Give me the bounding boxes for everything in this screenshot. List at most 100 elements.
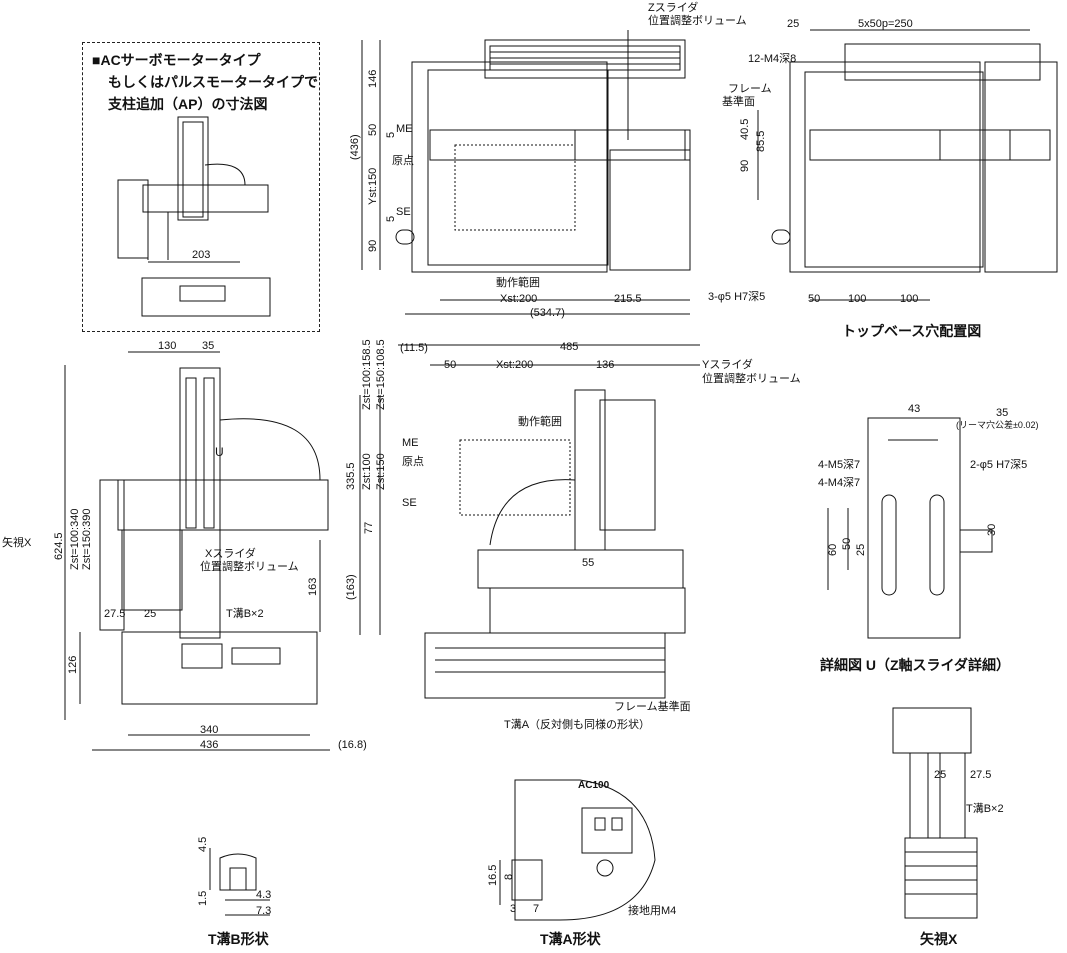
top-genten-label: 原点 bbox=[392, 154, 414, 167]
side-dim-25: 25 bbox=[144, 608, 156, 620]
side-tb-label: T溝B×2 bbox=[226, 607, 264, 620]
top-dim-5a: 5 bbox=[385, 132, 397, 138]
front-dim-335: 335.5 bbox=[345, 462, 357, 490]
vx-title: 矢視X bbox=[920, 931, 958, 947]
side-dim-168: (16.8) bbox=[338, 739, 367, 751]
vx-tb-label: T溝B×2 bbox=[966, 802, 1004, 815]
detail-dim-35: 35 bbox=[996, 407, 1008, 419]
base-view: 25 5x50p=250 12-M4深8 フレーム 基準面 40.5 85.5 … bbox=[708, 18, 1058, 339]
inset-title-line3: 支柱追加（AP）の寸法図 bbox=[108, 96, 268, 112]
detail-m5-label: 4-M5深7 bbox=[818, 458, 860, 471]
side-arrow-label: 矢視X bbox=[2, 535, 32, 549]
front-dim-77: 77 bbox=[363, 522, 375, 534]
detail-m4-label: 4-M4深7 bbox=[818, 476, 860, 489]
base-frame-label2: 基準面 bbox=[722, 94, 755, 108]
inset-robot: 203 bbox=[117, 116, 271, 317]
tb-dim-45: 4.5 bbox=[197, 837, 209, 852]
base-dim-90: 90 bbox=[739, 160, 751, 172]
view-x: 25 27.5 T溝B×2 矢視X bbox=[892, 707, 1004, 947]
top-range-label: 動作範囲 bbox=[496, 275, 540, 289]
ta-title: T溝A形状 bbox=[540, 931, 602, 947]
side-xslider-label2: 位置調整ボリューム bbox=[200, 559, 299, 573]
front-me-label: ME bbox=[402, 437, 419, 449]
base-m4-label: 12-M4深8 bbox=[748, 52, 796, 65]
top-dim-5b: 5 bbox=[385, 216, 397, 222]
inset-title-line1: ■ACサーボモータータイプ bbox=[92, 52, 261, 68]
detail-u: 43 35 (リーマ穴公差±0.02) 4-M5深7 4-M4深7 2-φ5 H… bbox=[818, 403, 1038, 673]
detail-u-title: 詳細図 U（Z軸スライダ詳細） bbox=[820, 657, 1010, 673]
base-dim-85: 85.5 bbox=[755, 131, 767, 152]
front-zst-b: Zst=150:108.5 bbox=[375, 339, 387, 410]
detail-dim-43: 43 bbox=[908, 403, 920, 415]
top-zslider-label1: Zスライダ bbox=[648, 0, 698, 14]
side-view: 130 35 624.5 Zst=100:340 Zst=150:390 Xスラ… bbox=[2, 340, 367, 751]
tb-dim-73: 7.3 bbox=[256, 905, 271, 917]
detail-dim-30: 30 bbox=[986, 524, 998, 536]
base-dim-25: 25 bbox=[787, 18, 799, 30]
base-dim-50: 50 bbox=[808, 293, 820, 305]
top-dim-436: (436) bbox=[349, 134, 361, 160]
top-view: Zスライダ 位置調整ボリューム 146 (436) 50 5 Yst:150 5… bbox=[349, 0, 747, 319]
inset-title-line2: もしくはパルスモータータイプで bbox=[108, 74, 318, 90]
base-dim-40: 40.5 bbox=[739, 119, 751, 140]
top-me-label: ME bbox=[396, 123, 413, 135]
top-dim-50: 50 bbox=[367, 124, 379, 136]
base-view-title: トップベース穴配置図 bbox=[842, 323, 981, 339]
side-dim-35: 35 bbox=[202, 340, 214, 352]
front-dim-136: 136 bbox=[596, 359, 614, 371]
top-dim-534: (534.7) bbox=[530, 307, 565, 319]
side-dim-zst1: Zst=100:340 bbox=[69, 509, 81, 570]
tb-dim-15: 1.5 bbox=[197, 891, 209, 906]
top-dim-146: 146 bbox=[367, 70, 379, 88]
front-yslider-label1: Yスライダ bbox=[702, 357, 753, 371]
side-dim-340: 340 bbox=[200, 724, 218, 736]
front-view: (11.5) 485 50 Xst:200 136 Zst=100:158.5 … bbox=[345, 339, 801, 731]
front-dim-50: 50 bbox=[444, 359, 456, 371]
side-dim-163: 163 bbox=[307, 578, 319, 596]
detail-pin-label: 2-φ5 H7深5 bbox=[970, 458, 1027, 471]
ta-dim-165: 16.5 bbox=[487, 865, 499, 886]
detail-dim-50: 50 bbox=[841, 538, 853, 550]
top-se-label: SE bbox=[396, 206, 411, 218]
tb-dim-43: 4.3 bbox=[256, 889, 271, 901]
front-dim-485: 485 bbox=[560, 341, 578, 353]
ta-dim-8: 8 bbox=[503, 874, 515, 880]
front-xst-label: Xst:200 bbox=[496, 359, 533, 371]
ta-dim-3: 3 bbox=[510, 903, 516, 915]
side-xslider-label1: Xスライダ bbox=[205, 546, 256, 560]
t-groove-a: AC100 16.5 8 3 7 接地用M4 T溝A形状 bbox=[487, 779, 676, 947]
front-zst100: Zst:100 bbox=[361, 453, 373, 490]
base-dim-pitch: 5x50p=250 bbox=[858, 18, 913, 30]
side-dim-126: 126 bbox=[67, 656, 79, 674]
top-xst-label: Xst:200 bbox=[500, 293, 537, 305]
vx-dim-275: 27.5 bbox=[970, 769, 991, 781]
inset-dim-203: 203 bbox=[192, 249, 210, 261]
top-zslider-label2: 位置調整ボリューム bbox=[648, 13, 747, 27]
side-dim-436: 436 bbox=[200, 739, 218, 751]
front-zst-a: Zst=100:158.5 bbox=[361, 339, 373, 410]
front-range-label: 動作範囲 bbox=[518, 414, 562, 428]
top-dim-90: 90 bbox=[367, 240, 379, 252]
top-dim-yst: Yst:150 bbox=[367, 168, 379, 205]
front-yslider-label2: 位置調整ボリューム bbox=[702, 371, 801, 385]
ta-dim-7: 7 bbox=[533, 903, 539, 915]
tb-title: T溝B形状 bbox=[208, 931, 270, 947]
front-ta-label: T溝A（反対側も同様の形状） bbox=[504, 717, 650, 731]
front-dim-115: (11.5) bbox=[400, 342, 428, 354]
side-dim-zst2: Zst=150:390 bbox=[81, 509, 93, 570]
front-frame-label: フレーム基準面 bbox=[614, 699, 691, 713]
detail-dim-25: 25 bbox=[855, 544, 867, 556]
side-dim-275: 27.5 bbox=[104, 608, 125, 620]
side-dim-total: 624.5 bbox=[53, 532, 65, 560]
vx-dim-25: 25 bbox=[934, 769, 946, 781]
front-dim-55: 55 bbox=[582, 557, 594, 569]
base-dim-100a: 100 bbox=[848, 293, 866, 305]
t-groove-b: 4.5 1.5 4.3 7.3 T溝B形状 bbox=[197, 837, 271, 947]
top-dim-215: 215.5 bbox=[614, 293, 642, 305]
side-u-label: U bbox=[215, 445, 224, 459]
front-zst150: Zst:150 bbox=[375, 453, 387, 490]
inset-frame bbox=[82, 42, 320, 332]
base-pin-label: 3-φ5 H7深5 bbox=[708, 290, 765, 303]
